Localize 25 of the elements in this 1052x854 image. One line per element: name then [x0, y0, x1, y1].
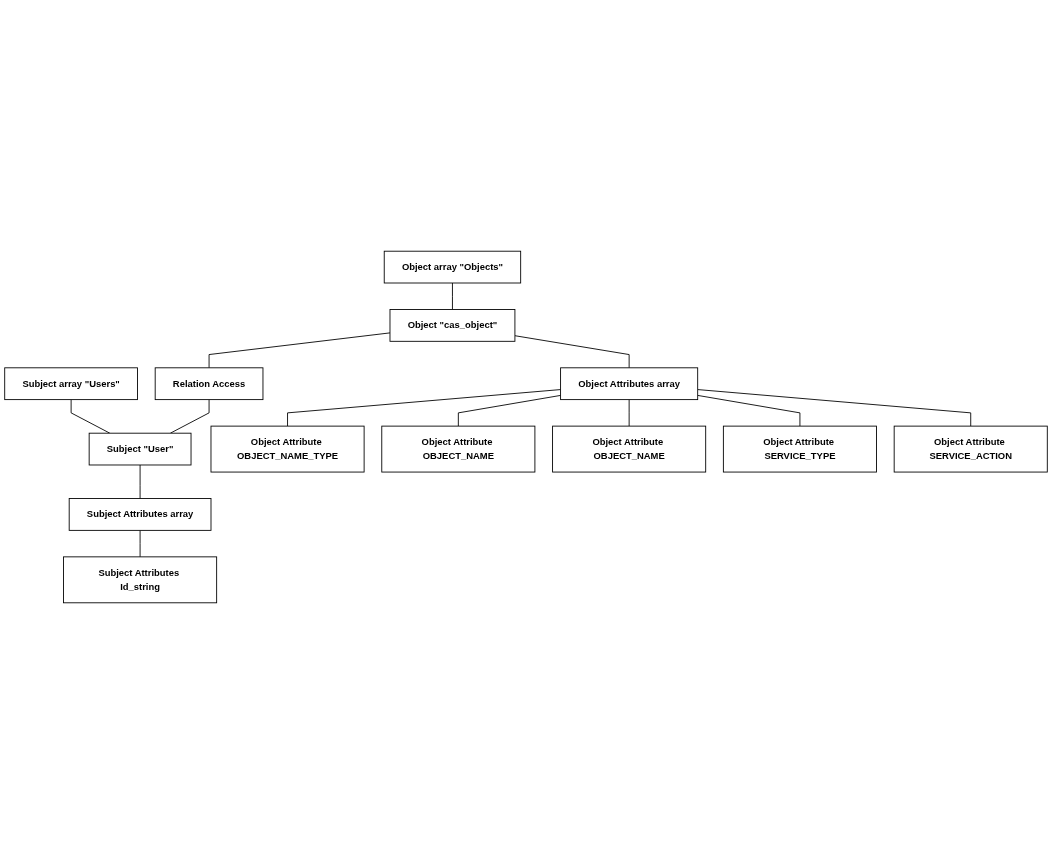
- node-box: Object "cas_object": [389, 309, 516, 342]
- node-box: Subject array "Users": [4, 367, 138, 401]
- node-box: Subject Attributes Id_string: [63, 556, 218, 604]
- connector: [452, 282, 453, 310]
- node-box: Object Attribute OBJECT_NAME: [552, 425, 707, 473]
- connector: [697, 394, 801, 427]
- node-box: Subject Attributes array: [68, 498, 212, 531]
- node-box: Object Attribute SERVICE_TYPE: [722, 425, 877, 473]
- node-box: Object Attributes array: [560, 367, 699, 401]
- connector: [70, 399, 111, 434]
- node-box: Object Attribute SERVICE_ACTION: [893, 425, 1048, 473]
- connector: [514, 335, 630, 369]
- connector: [139, 529, 141, 558]
- node-box: Object Attribute OBJECT_NAME: [381, 425, 536, 473]
- connector: [287, 389, 562, 427]
- node-box: Subject "User": [88, 432, 192, 466]
- node-box: Object array "Objects": [383, 250, 522, 284]
- connector: [139, 464, 141, 499]
- connector: [628, 399, 630, 427]
- connector: [169, 399, 210, 434]
- connector: [457, 394, 562, 427]
- node-box: Object Attribute OBJECT_NAME_TYPE: [210, 425, 365, 473]
- connector: [697, 389, 972, 427]
- connector: [208, 332, 391, 369]
- node-box: Relation Access: [154, 367, 264, 401]
